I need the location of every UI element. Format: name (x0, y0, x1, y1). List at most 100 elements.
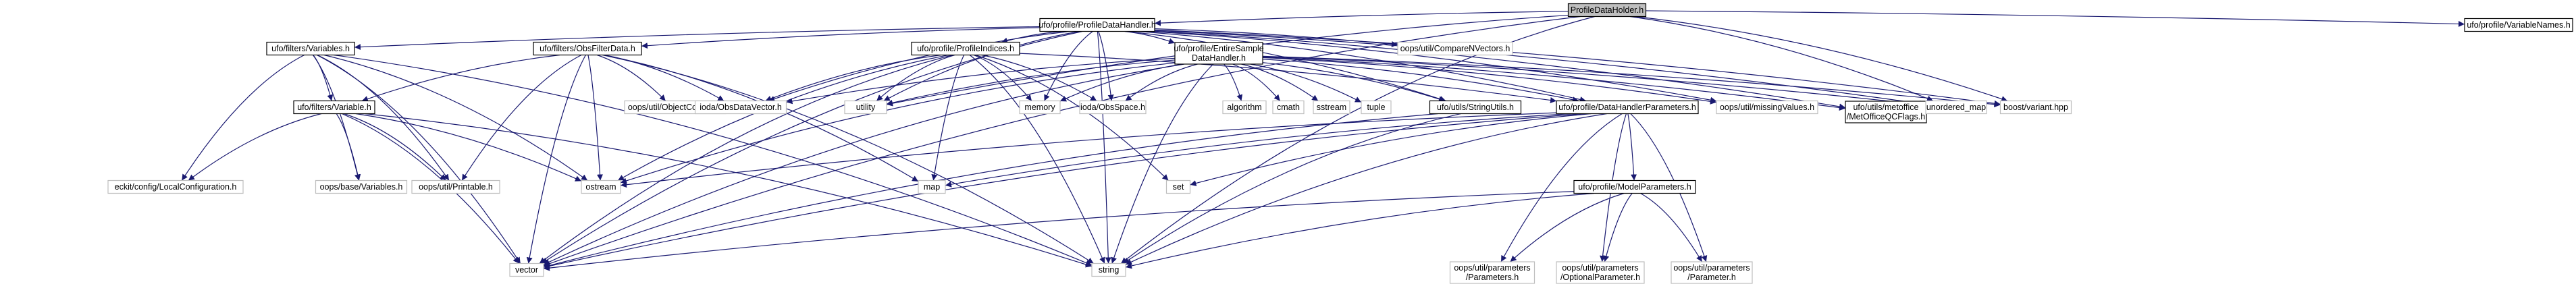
edge-entiresample-to-stringutils (1262, 62, 1446, 103)
node-vector: vector (509, 262, 544, 277)
edge-obsfilterdata-to-iodaobsdatavector (604, 54, 725, 102)
node-obsfilterdata[interactable]: ufo/filters/ObsFilterData.h (533, 41, 642, 56)
edge-variable-to-ecklocalconf (188, 113, 322, 181)
edge-pdh-to-entiresample (1124, 30, 1176, 45)
edge-dhparams-to-param (1630, 113, 1708, 262)
edge-entiresample-to-ostream (620, 62, 1176, 184)
edge-obsfilterdata-to-variable (361, 54, 560, 102)
node-box (918, 179, 946, 194)
node-box (1222, 100, 1267, 115)
node-box (1361, 100, 1392, 115)
node-label: oops/util/missingValues.h (1720, 103, 1814, 112)
node-modelparams[interactable]: ufo/profile/ModelParameters.h (1573, 179, 1696, 194)
edge-entiresample-to-boostvariant (1262, 55, 2001, 108)
node-box (1573, 179, 1696, 194)
edge-dhparams-to-string (1125, 113, 1607, 265)
node-label: eckit/config/LocalConfiguration.h (115, 182, 237, 192)
edge-dhparams-to-map (945, 113, 1572, 188)
edge-profileindices-to-dhparams (1019, 53, 1557, 103)
edge-pdh-to-metofficeqc (1154, 30, 1846, 110)
edge-profileindices-to-string (969, 55, 1105, 264)
edge-entiresample-to-string (1111, 63, 1214, 264)
node-box (911, 41, 1020, 56)
edge-dhparams-to-ostream (620, 112, 1557, 188)
node-metofficeqc[interactable]: ufo/utils/metoffice/MetOfficeQCFlags.h (1845, 101, 1927, 123)
node-variable[interactable]: ufo/filters/Variable.h (293, 100, 375, 115)
edge-entiresample-to-sstream (1241, 63, 1319, 101)
edge-modelparams-to-params (1510, 192, 1625, 262)
node-box (509, 262, 544, 277)
edge-root-to-varnames (1646, 10, 2465, 27)
node-label: ufo/profile/EntireSample (1174, 44, 1263, 53)
node-label: /Parameters.h (1466, 273, 1519, 282)
edge-dhparams-to-optparam (1600, 113, 1627, 262)
node-cmath: cmath (1272, 100, 1305, 115)
node-label: oops/util/parameters (1673, 263, 1750, 273)
node-stringutils[interactable]: ufo/utils/StringUtils.h (1429, 100, 1522, 115)
node-box (1174, 42, 1263, 65)
edge-entiresample-to-cmath (1232, 63, 1281, 101)
node-box (2464, 18, 2573, 32)
node-label: memory (1024, 103, 1055, 112)
edge-variable-to-ostream (355, 113, 582, 182)
edge-variables-to-ostream (323, 54, 588, 181)
node-box (581, 179, 621, 194)
node-box (293, 100, 375, 115)
edge-root-to-vector (543, 16, 1581, 267)
node-dhparams[interactable]: ufo/profile/DataHandlerParameters.h (1556, 100, 1699, 115)
node-variables[interactable]: ufo/filters/Variables.h (266, 41, 355, 56)
edge-root-to-unorderedmap (1630, 16, 1934, 102)
node-box (533, 41, 642, 56)
node-box (1556, 100, 1699, 115)
node-comparenvectors: oops/util/CompareNVectors.h (1397, 41, 1513, 56)
node-ostream: ostream (581, 179, 621, 194)
node-label: DataHandler.h (1192, 53, 1246, 63)
node-label: set (1173, 182, 1184, 192)
node-varnames[interactable]: ufo/profile/VariableNames.h (2464, 18, 2573, 32)
edge-modelparams-to-string (1125, 192, 1594, 269)
graph-nodes: ProfileDataHolder.h ufo/profile/ProfileDa… (107, 3, 2573, 284)
edge-pdh-to-dhparams (1138, 30, 1587, 103)
edge-dhparams-to-params (1500, 113, 1623, 262)
edge-variables-to-oopsvariables (312, 55, 361, 181)
node-root[interactable]: ProfileDataHolder.h (1567, 3, 1647, 18)
node-label: ostream (585, 182, 616, 192)
node-box (1397, 41, 1513, 56)
node-profileindices[interactable]: ufo/profile/ProfileIndices.h (911, 41, 1020, 56)
node-label: ioda/ObsDataVector.h (700, 103, 782, 112)
edge-profileindices-to-iodaobsspace (981, 54, 1097, 102)
edge-pdh-to-boostvariant (1154, 29, 2001, 107)
edge-entiresample-to-dhparams (1262, 58, 1579, 103)
edge-pdh-to-variables (354, 26, 1041, 51)
node-label: vector (515, 265, 538, 275)
edge-entiresample-to-iodaobsspace (1125, 63, 1198, 101)
node-pdh[interactable]: ufo/profile/ProfileDataHandler.h (1039, 18, 1156, 32)
node-box (1039, 18, 1155, 32)
node-unorderedmap: unordered_map (1925, 100, 1987, 115)
edge-pdh-to-string (1097, 31, 1111, 264)
node-box (1165, 179, 1191, 194)
node-boostvariant: boost/variant.hpp (1999, 100, 2072, 115)
node-label: ProfileDataHolder.h (1571, 5, 1644, 15)
node-label: /OptionalParameter.h (1560, 273, 1640, 282)
edge-pdh-to-missingvalues (1149, 30, 1717, 103)
edge-pdh-to-profileindices (1001, 30, 1062, 44)
node-optparam: oops/util/parameters/OptionalParameter.h (1556, 261, 1645, 284)
node-label: /MetOfficeQCFlags.h (1847, 112, 1926, 121)
node-box (1019, 100, 1061, 115)
node-box (1999, 100, 2072, 115)
edge-pdh-to-iodaobsdatavector (768, 30, 1070, 102)
edge-root-to-pdh (1154, 11, 1569, 26)
node-label: ufo/filters/ObsFilterData.h (540, 44, 635, 53)
node-label: map (924, 182, 940, 192)
node-printable: oops/util/Printable.h (411, 179, 500, 194)
node-box (1845, 101, 1927, 123)
edge-root-to-boostvariant (1635, 16, 2008, 102)
node-set: set (1165, 179, 1191, 194)
node-label: unordered_map (1926, 103, 1986, 112)
edge-entiresample-to-missingvalues (1262, 57, 1717, 105)
edge-entiresample-to-utility (886, 59, 1176, 106)
dependency-edges (181, 10, 2465, 271)
